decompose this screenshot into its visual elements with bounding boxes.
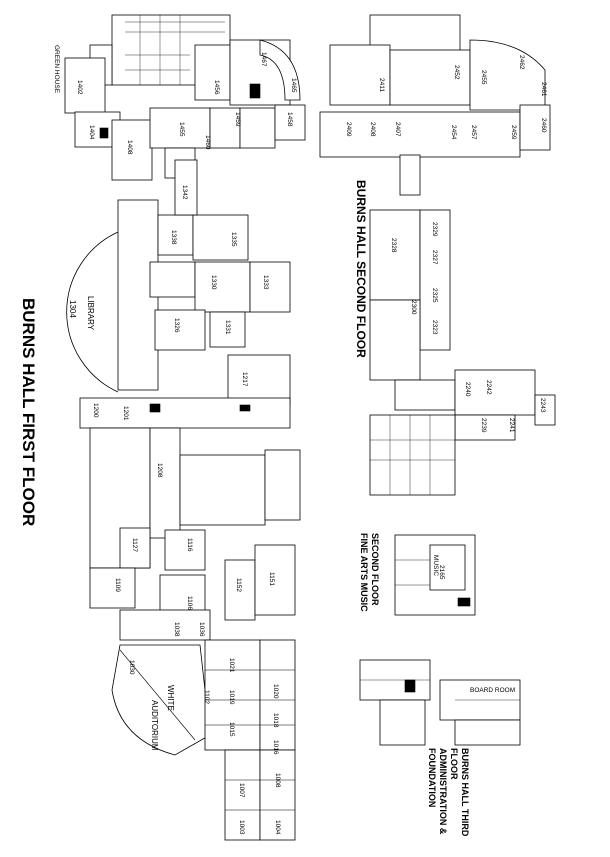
- first-floor-room-labels: 1456 1404 1408 1402 1455 1459 1460 1458 …: [76, 52, 297, 835]
- library-arc: [66, 231, 119, 393]
- room-label: 2452: [453, 65, 460, 80]
- room-label: 2327: [431, 250, 438, 265]
- room-label: 1342: [181, 185, 188, 200]
- room-label: 2165: [438, 565, 445, 580]
- room-label: 2325: [431, 288, 438, 303]
- room-label: 1338: [170, 230, 177, 245]
- room-label: 1003: [238, 820, 245, 835]
- room-label: 1021: [228, 658, 235, 673]
- room-label: 2461: [540, 82, 547, 97]
- room-label: 1007: [238, 783, 245, 798]
- second-floor-title: BURNS HALL SECOND FLOOR: [354, 180, 368, 358]
- room-label: 2407: [394, 122, 401, 137]
- room-label: 1404: [88, 125, 95, 140]
- room-label: 1330: [210, 275, 217, 290]
- room-label: 2243: [539, 398, 546, 413]
- room-label: 1109: [114, 578, 121, 592]
- second-floor-room-labels: 2462 2461 2460 2452 2455 2454 2457 2459 …: [345, 55, 547, 580]
- area-labels: LIBRARY 1304 AUDITORIUM WHITE GREEN HOUS…: [53, 45, 439, 751]
- room-label: 1455: [178, 122, 185, 137]
- room-label: 1106: [186, 596, 193, 610]
- room-label: 1036: [198, 622, 205, 637]
- room-label: 1460: [204, 135, 211, 150]
- room-label: 1467: [260, 52, 267, 67]
- room-label: 1465: [290, 78, 297, 93]
- room-label: 1402: [76, 80, 83, 95]
- room-label: 2239: [480, 418, 487, 433]
- room-label: 2241: [508, 418, 515, 433]
- room-label: 2462: [518, 55, 525, 70]
- room-label: 1116: [186, 538, 193, 552]
- room-label: 2409: [345, 122, 352, 137]
- room-label: 2240: [464, 382, 471, 397]
- room-label: 2454: [450, 125, 457, 140]
- room-label: 1200: [92, 403, 99, 418]
- room-label: 1127: [131, 538, 138, 552]
- room-label: 1004: [274, 820, 281, 835]
- room-label: 2242: [485, 380, 492, 395]
- room-label: BOARD ROOM: [470, 687, 515, 694]
- room-label: 1458: [286, 112, 293, 127]
- room-label: 1038: [173, 622, 180, 637]
- room-label: 2460: [540, 118, 547, 133]
- auditorium-label: AUDITORIUM: [150, 700, 159, 751]
- room-label: 2455: [480, 70, 487, 85]
- library-room-label: 1304: [68, 300, 77, 318]
- room-label: 1016: [272, 740, 279, 755]
- room-label: 1217: [241, 372, 248, 387]
- first-floor-title: BURNS HALL FIRST FLOOR: [19, 298, 38, 527]
- room-label: 1456: [213, 80, 220, 95]
- white-label: WHITE: [166, 685, 175, 711]
- auditorium-shape: [111, 644, 211, 756]
- room-label: 1018: [272, 713, 279, 728]
- room-label: 1015: [228, 722, 235, 737]
- room-label: 2459: [510, 125, 517, 140]
- room-label: 1208: [156, 463, 163, 478]
- room-label: 1030: [128, 660, 135, 675]
- room-label: 1331: [224, 320, 231, 335]
- greenhouse-label: GREEN HOUSE: [53, 45, 60, 94]
- room-label: 1008: [274, 773, 281, 788]
- room-label: 1201: [122, 406, 129, 421]
- fine-arts-title: SECOND FLOOR FINE ARTS MUSIC: [359, 533, 380, 612]
- room-label: 1335: [230, 232, 237, 247]
- room-label: 1326: [173, 318, 180, 333]
- room-label: 2328: [390, 238, 397, 253]
- room-label: 1459: [234, 112, 241, 127]
- room-label: 1102: [203, 690, 210, 704]
- room-label: 2329: [431, 222, 438, 237]
- room-label: 2457: [470, 125, 477, 140]
- room-label: 1333: [262, 275, 269, 290]
- room-label: 2411: [378, 78, 385, 92]
- room-label: 1152: [235, 578, 242, 592]
- room-label: 1151: [268, 572, 275, 586]
- room-label: 2323: [431, 320, 438, 335]
- room-label: 1020: [272, 684, 279, 699]
- library-label: LIBRARY: [86, 296, 95, 331]
- music-label: MUSIC: [432, 555, 439, 576]
- room-label: 2408: [369, 122, 376, 137]
- third-floor-title: BURNS HALL THIRD FLOOR ADMINISTRATION & …: [427, 748, 470, 837]
- room-label: 2300: [410, 300, 417, 315]
- third-floor-room-labels: BOARD ROOM: [470, 687, 515, 694]
- room-label: 1408: [126, 140, 133, 155]
- first-floor-north-wing: [64, 14, 306, 181]
- room-label: 1019: [228, 690, 235, 705]
